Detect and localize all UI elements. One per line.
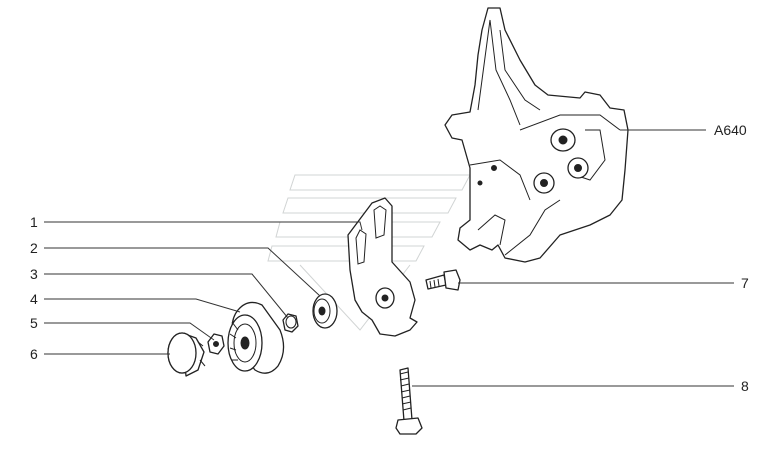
part-4-pulley [227, 301, 285, 374]
callout-7: 7 [741, 275, 749, 291]
part-3-bushing [282, 313, 299, 333]
part-2-washer [312, 293, 338, 329]
callout-4: 4 [30, 291, 38, 307]
callout-a640: A640 [714, 122, 747, 138]
part-7-short-bolt [425, 269, 461, 291]
part-6-dust-cap [167, 332, 206, 377]
engine-bracket-a640 [444, 7, 629, 263]
callout-8: 8 [741, 378, 749, 394]
callout-1: 1 [30, 214, 38, 230]
leader-lines [44, 129, 734, 387]
callout-3: 3 [30, 266, 38, 282]
callout-5: 5 [30, 315, 38, 331]
callout-2: 2 [30, 240, 38, 256]
callout-6: 6 [30, 346, 38, 362]
part-1-tensioner-plate [347, 197, 418, 337]
part-8-long-bolt [395, 367, 423, 435]
